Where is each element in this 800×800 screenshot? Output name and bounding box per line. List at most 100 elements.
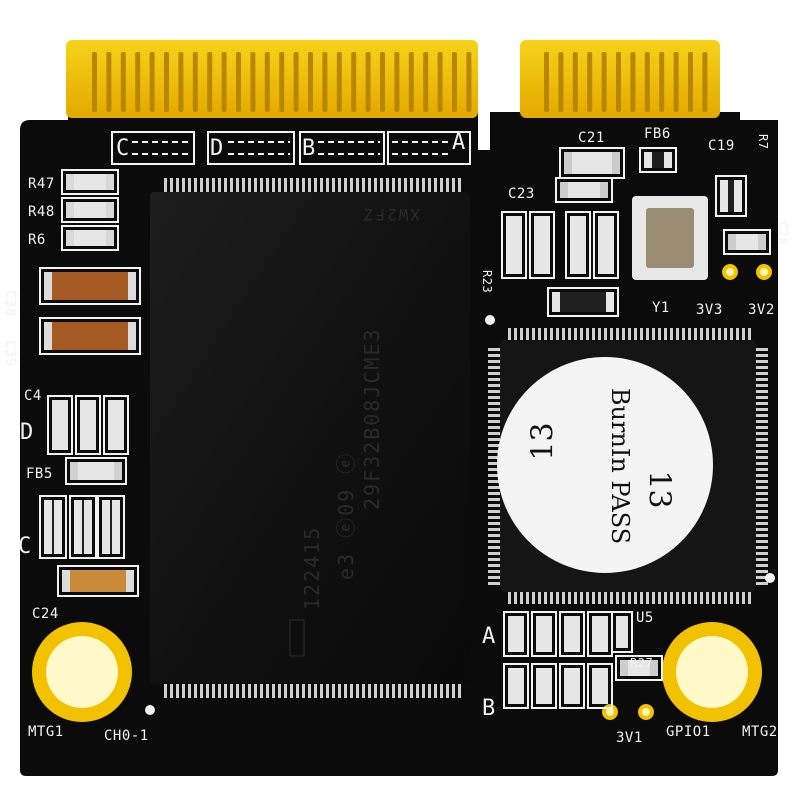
controller-pin <box>658 328 661 342</box>
flash-pin <box>404 682 407 698</box>
label-r48: R48 <box>28 204 55 220</box>
flash-pin <box>368 682 371 698</box>
controller-pin <box>580 590 583 604</box>
flash-pin <box>446 682 449 698</box>
flash-pin <box>164 178 167 194</box>
edge-connector-left <box>66 40 478 118</box>
controller-pin <box>592 328 595 342</box>
flash-pin <box>398 682 401 698</box>
controller-pin <box>488 498 502 501</box>
connector-finger <box>178 52 184 112</box>
flash-pin <box>170 178 173 194</box>
controller-pin <box>610 328 613 342</box>
controller-pin <box>724 590 727 604</box>
controller-pin <box>736 590 739 604</box>
controller-pin <box>700 590 703 604</box>
controller-pin <box>488 474 502 477</box>
flash-pin <box>314 682 317 698</box>
flash-pin <box>176 682 179 698</box>
controller-sticker <box>497 357 713 573</box>
controller-pin <box>670 328 673 342</box>
controller-pin <box>652 590 655 604</box>
controller-pin <box>604 328 607 342</box>
flash-pin <box>254 682 257 698</box>
connector-finger <box>673 52 679 112</box>
smd-component <box>501 211 527 279</box>
flash-marker <box>289 619 305 657</box>
label-r47: R47 <box>28 176 55 192</box>
controller-pin <box>676 590 679 604</box>
controller-pin <box>706 590 709 604</box>
flash-pin <box>242 178 245 194</box>
controller-pin <box>754 378 768 381</box>
label-b: B <box>482 696 496 721</box>
controller-pin <box>646 328 649 342</box>
controller-pin <box>682 328 685 342</box>
controller-pin <box>526 328 529 342</box>
label-u5: U5 <box>636 610 654 626</box>
controller-pin <box>488 420 502 423</box>
label-mtg2: MTG2 <box>742 724 778 740</box>
flash-chip-pins <box>164 178 461 698</box>
flash-pin <box>272 178 275 194</box>
connector-finger <box>92 52 97 112</box>
connector-finger <box>630 52 636 112</box>
flash-pin <box>176 178 179 194</box>
controller-pin <box>488 564 502 567</box>
label-d: D <box>20 420 34 445</box>
controller-pin <box>508 590 511 604</box>
controller-pin <box>488 444 502 447</box>
flash-pin <box>188 682 191 698</box>
flash-pin <box>308 178 311 194</box>
controller-pin <box>556 590 559 604</box>
label-ch0: CH0-1 <box>104 728 149 744</box>
flash-pin <box>356 682 359 698</box>
test-points <box>602 264 772 720</box>
controller-pin <box>556 328 559 342</box>
controller-pin <box>688 328 691 342</box>
flash-pin <box>392 178 395 194</box>
label-strip-d: D <box>210 136 224 161</box>
connector-finger <box>466 52 472 112</box>
controller-pin <box>754 552 768 555</box>
controller-pin <box>508 328 511 342</box>
label-fb6: FB6 <box>644 126 671 142</box>
connector-finger <box>322 52 328 112</box>
flash-pin <box>422 682 425 698</box>
smd-component <box>69 495 97 559</box>
smd-component <box>503 663 529 709</box>
controller-pin <box>488 438 502 441</box>
smd-component <box>587 663 613 709</box>
flash-pin <box>404 178 407 194</box>
controller-pin <box>544 590 547 604</box>
controller-pin <box>754 432 768 435</box>
controller-pin <box>488 402 502 405</box>
connector-finger <box>616 52 621 112</box>
label-c4: C4 <box>24 388 42 404</box>
controller-chip-pins <box>488 328 768 604</box>
connector-finger <box>688 52 693 112</box>
flash-pin <box>344 682 347 698</box>
label-3v1: 3V1 <box>616 730 643 746</box>
flash-pin <box>296 682 299 698</box>
controller-pin <box>622 590 625 604</box>
controller-pin <box>488 354 502 357</box>
controller-pin <box>622 328 625 342</box>
controller-pin <box>754 456 768 459</box>
controller-pin <box>488 522 502 525</box>
controller-pin <box>532 328 535 342</box>
smd-component <box>103 395 129 455</box>
controller-pin <box>514 590 517 604</box>
passive-components <box>39 147 771 709</box>
connector-finger <box>279 52 285 112</box>
flash-pin <box>410 178 413 194</box>
flash-pin <box>164 682 167 698</box>
label-c20: C20 <box>776 222 790 246</box>
controller-pin <box>700 328 703 342</box>
controller-pin <box>574 590 577 604</box>
label-c: C <box>18 534 32 559</box>
controller-pin <box>664 328 667 342</box>
controller-pin <box>742 328 745 342</box>
label-c39: C39 <box>2 340 18 367</box>
flash-chip-pin1-dot <box>145 705 155 715</box>
